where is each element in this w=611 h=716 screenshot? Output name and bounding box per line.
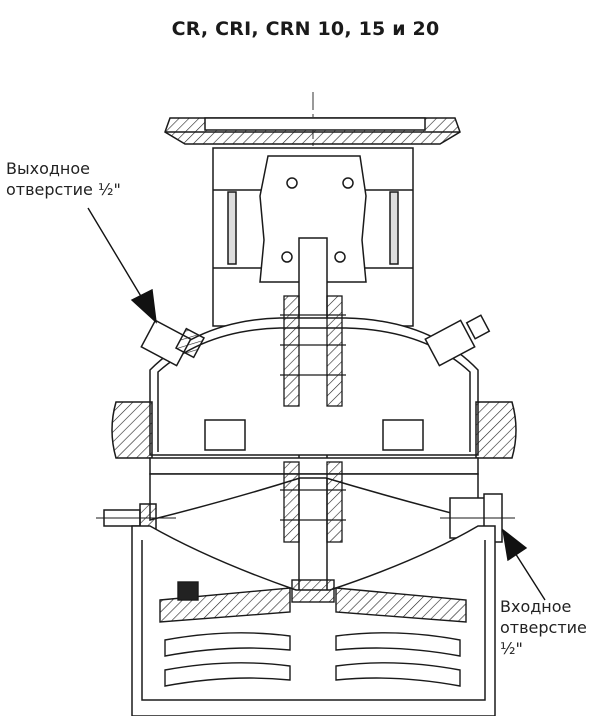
top-flange [164,117,461,145]
inlet-label-line2: отверстие [500,618,587,637]
drain-plug [96,503,176,533]
intermediate-chamber [149,457,479,521]
coupling [259,155,367,283]
right-lug [475,401,517,459]
outlet-label-line2: отверстие ½" [6,180,121,199]
diagram-title: CR, CRI, CRN 10, 15 и 20 [171,18,440,40]
outlet-plug [140,319,206,367]
shaft-seal-upper [280,295,346,407]
left-lug [111,401,153,459]
outlet-label-line1: Выходное [6,159,91,178]
inlet-label-line1: Входное [500,597,572,616]
inlet-label-line3: ½" [500,639,523,658]
outlet-arrow [87,207,157,324]
outlet-label: Выходное отверстие ½" [6,158,121,200]
impeller-stages [159,579,467,687]
vent-plug [424,314,491,367]
inlet-arrow [502,528,546,601]
shaft-seal-lower [280,461,346,543]
inlet-label: Входное отверстие ½" [500,596,587,659]
